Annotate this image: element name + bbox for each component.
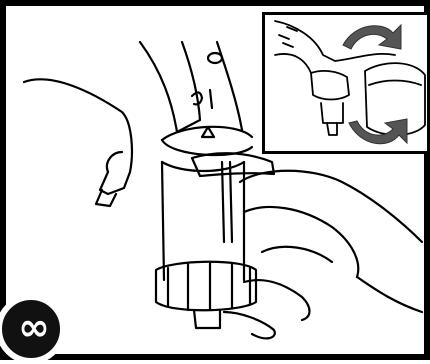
rotate-arrows-icon bbox=[274, 20, 426, 145]
detail-inset bbox=[262, 12, 430, 154]
step-badge: ∞ bbox=[0, 294, 66, 364]
spray-gun-hand-icon bbox=[22, 40, 424, 340]
step-symbol: ∞ bbox=[18, 305, 50, 349]
